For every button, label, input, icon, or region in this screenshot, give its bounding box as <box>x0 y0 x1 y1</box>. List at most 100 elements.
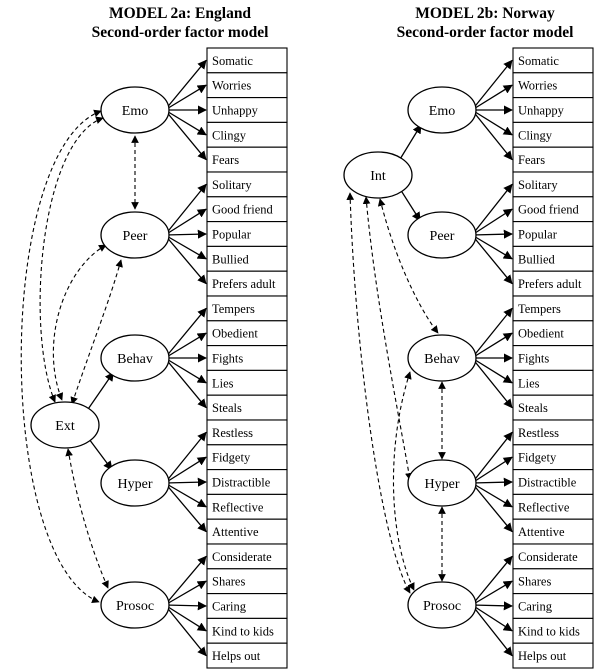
item-label-fights: Fights <box>212 352 243 366</box>
item-box-popular <box>206 221 288 247</box>
item-label-reflective: Reflective <box>518 500 570 514</box>
item-label-solitary: Solitary <box>212 178 252 192</box>
loading-arrow-hyper-reflective <box>471 482 513 508</box>
loading-arrow-behav-steals <box>471 357 513 409</box>
second-order-label-int: Int <box>370 169 386 184</box>
second-order-arrow-ext-behav <box>86 371 114 412</box>
loading-arrow-hyper-attentive <box>164 482 207 533</box>
item-label-fears: Fears <box>518 153 545 167</box>
factor-node-behav <box>100 334 170 382</box>
item-box-bullied <box>512 245 594 272</box>
factor-label-peer: Peer <box>123 229 148 244</box>
item-box-reflective <box>206 493 288 520</box>
factor-node-hyper <box>407 459 477 507</box>
item-label-popular: Popular <box>518 228 558 242</box>
item-box-popular <box>512 221 594 247</box>
panel-a-subtitle: Second-order factor model <box>92 24 269 41</box>
second-order-node-int <box>343 151 413 199</box>
item-label-unhappy: Unhappy <box>518 104 565 118</box>
loading-arrow-hyper-fidgety <box>164 456 207 484</box>
loading-arrow-behav-tempers <box>164 307 207 359</box>
loading-arrow-hyper-fidgety <box>471 456 513 484</box>
correlation-curve-a-1 <box>39 116 104 403</box>
item-label-solitary: Solitary <box>518 178 558 192</box>
loading-arrow-behav-lies <box>164 357 207 384</box>
correlation-curve-b-4 <box>346 192 411 594</box>
second-order-arrow-int-peer <box>399 188 421 222</box>
correlation-curve-a-2 <box>52 244 107 401</box>
item-label-obedient: Obedient <box>212 327 258 341</box>
item-label-helps-out: Helps out <box>212 649 261 663</box>
item-label-attentive: Attentive <box>212 525 259 539</box>
factor-node-emo <box>100 86 170 134</box>
item-label-unhappy: Unhappy <box>212 104 259 118</box>
item-box-good-friend <box>512 196 594 223</box>
item-box-kind-to-kids <box>512 617 594 644</box>
item-label-steals: Steals <box>212 401 242 415</box>
factor-label-emo: Emo <box>429 104 455 119</box>
loading-arrow-emo-somatic <box>164 59 207 111</box>
item-label-distractible: Distractible <box>212 476 271 490</box>
item-label-kind-to-kids: Kind to kids <box>518 624 580 638</box>
item-label-considerate: Considerate <box>212 550 272 564</box>
item-box-helps-out <box>206 642 288 669</box>
loading-arrow-prosoc-shares <box>164 580 207 606</box>
panel-b-subtitle: Second-order factor model <box>397 24 574 41</box>
factor-label-prosoc: Prosoc <box>116 599 154 614</box>
loading-arrow-prosoc-helps-out <box>164 604 207 657</box>
item-box-fidgety <box>206 444 288 471</box>
panel-b-title: MODEL 2b: Norway <box>415 5 555 22</box>
item-label-considerate: Considerate <box>518 550 578 564</box>
item-box-prefers-adult <box>206 270 288 297</box>
loading-arrow-emo-worries <box>471 84 513 111</box>
item-box-attentive <box>206 518 288 545</box>
item-box-restless <box>512 419 594 446</box>
loading-arrow-emo-clingy <box>471 109 513 136</box>
loading-arrow-peer-good-friend <box>164 208 207 236</box>
loading-arrow-hyper-distractible <box>471 477 513 487</box>
loading-arrow-peer-solitary <box>164 183 207 236</box>
correlation-curve-a-4 <box>65 448 109 589</box>
second-order-arrow-ext-hyper <box>87 437 113 471</box>
item-box-obedient <box>206 320 288 347</box>
item-label-lies: Lies <box>518 376 540 390</box>
item-label-steals: Steals <box>518 401 548 415</box>
item-label-restless: Restless <box>518 426 559 440</box>
loading-arrow-behav-obedient <box>471 332 513 359</box>
item-box-steals <box>512 394 594 421</box>
loading-arrow-prosoc-considerate <box>471 555 513 606</box>
factor-node-emo <box>407 86 477 134</box>
item-box-shares <box>512 568 594 595</box>
loading-arrow-prosoc-kind-to-kids <box>471 604 513 632</box>
item-box-caring <box>206 593 288 619</box>
item-box-kind-to-kids <box>206 617 288 644</box>
panel-a-title: MODEL 2a: England <box>109 5 251 22</box>
item-label-reflective: Reflective <box>212 500 264 514</box>
item-label-fights: Fights <box>518 352 549 366</box>
item-label-tempers: Tempers <box>518 302 561 316</box>
item-label-distractible: Distractible <box>518 476 577 490</box>
loading-arrow-emo-fears <box>471 109 513 161</box>
item-label-fidgety: Fidgety <box>212 451 251 465</box>
item-label-clingy: Clingy <box>518 128 553 142</box>
loading-arrow-peer-good-friend <box>471 208 513 236</box>
loading-arrow-hyper-distractible <box>164 477 207 487</box>
second-order-label-ext: Ext <box>55 419 75 434</box>
item-label-somatic: Somatic <box>518 54 559 68</box>
loading-arrow-behav-tempers <box>471 307 513 359</box>
loading-arrow-emo-fears <box>164 109 207 161</box>
item-box-obedient <box>512 320 594 347</box>
item-box-helps-out <box>512 642 594 669</box>
item-label-attentive: Attentive <box>518 525 565 539</box>
item-label-somatic: Somatic <box>212 54 253 68</box>
loading-arrow-peer-popular <box>471 229 513 239</box>
item-label-caring: Caring <box>518 600 553 614</box>
loading-arrow-behav-steals <box>164 357 207 409</box>
item-box-tempers <box>206 295 288 322</box>
item-label-restless: Restless <box>212 426 253 440</box>
loading-arrow-peer-bullied <box>471 234 513 260</box>
correlation-curve-a-3 <box>70 259 123 405</box>
item-label-prefers-adult: Prefers adult <box>518 277 582 291</box>
